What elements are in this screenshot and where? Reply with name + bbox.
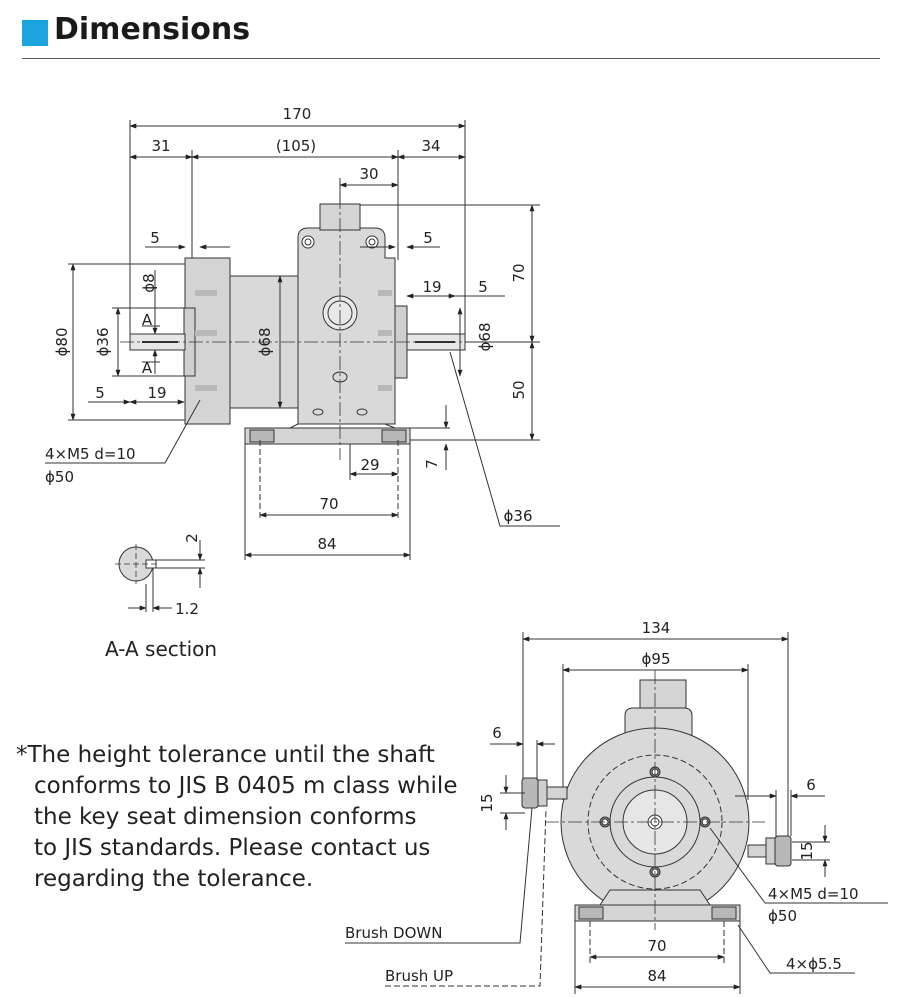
label-height-50: 50 <box>510 380 528 399</box>
note-line: *The height tolerance until the shaft <box>16 742 435 768</box>
label-105: (105) <box>276 137 316 155</box>
side-view-labels: 170 31 (105) 34 30 5 5 ϕ8 ϕ68 19 5 ϕ68 7… <box>45 105 532 553</box>
accent-square <box>22 20 48 46</box>
callout-bolt-pcd-front: ϕ50 <box>768 907 797 925</box>
note-line: conforms to JIS B 0405 m class while <box>34 773 458 799</box>
callout-bolt-front: 4×M5 d=10 <box>768 885 859 903</box>
section-header: Dimensions <box>22 8 880 60</box>
section-caption: A-A section <box>105 637 217 661</box>
label-70: 70 <box>319 495 338 513</box>
front-view-labels: 134 ϕ95 6 15 6 15 70 84 4×M5 d=10 ϕ50 4×… <box>345 619 859 985</box>
note-line: regarding the tolerance. <box>34 866 314 892</box>
label-84: 84 <box>317 535 336 553</box>
section-view <box>115 540 205 612</box>
base-foot-right <box>381 429 407 443</box>
label-29: 29 <box>360 456 379 474</box>
note-line: to JIS standards. Please contact us <box>34 835 431 861</box>
top-boss <box>639 679 687 711</box>
label-6-left: 6 <box>492 724 502 742</box>
label-brush-down: Brush DOWN <box>345 924 442 942</box>
label-5-left: 5 <box>95 384 105 402</box>
page-title: Dimensions <box>54 12 251 47</box>
leader-holes <box>737 924 855 974</box>
label-phi8: ϕ8 <box>140 273 158 292</box>
leader-brush-up <box>385 807 547 987</box>
base-plate <box>574 904 741 922</box>
label-19-left: 19 <box>147 384 166 402</box>
label-34: 34 <box>421 137 440 155</box>
label-section-a-top: A <box>142 311 153 329</box>
header-rule <box>22 58 880 59</box>
label-5-right-flange: 5 <box>423 229 433 247</box>
callout-bolt-pcd: ϕ50 <box>45 468 74 486</box>
side-view <box>45 120 560 560</box>
label-brush-up: Brush UP <box>385 967 453 985</box>
leader-bolt <box>709 827 888 904</box>
leader-bolt <box>45 399 201 464</box>
label-2: 2 <box>183 533 201 543</box>
label-170: 170 <box>283 105 312 123</box>
leader-phi36 <box>449 351 560 527</box>
label-height-70: 70 <box>510 263 528 282</box>
label-7: 7 <box>423 459 441 469</box>
label-5-right: 5 <box>478 278 488 296</box>
label-31: 31 <box>151 137 170 155</box>
label-phi36-right: ϕ36 <box>504 507 533 525</box>
label-134: 134 <box>642 619 671 637</box>
label-1-2: 1.2 <box>175 600 199 618</box>
screw-head <box>365 235 379 249</box>
base-foot-left <box>249 429 275 443</box>
label-phi68-right: ϕ68 <box>476 323 494 352</box>
label-70-front: 70 <box>647 937 666 955</box>
screw-head <box>301 235 315 249</box>
leader-brush-down <box>345 807 533 944</box>
label-84-front: 84 <box>647 967 666 985</box>
base-plate <box>244 427 411 445</box>
label-15-left: 15 <box>478 793 496 812</box>
label-phi80: ϕ80 <box>53 328 71 357</box>
label-phi36-left: ϕ36 <box>94 328 112 357</box>
label-19-right: 19 <box>422 278 441 296</box>
label-15-right: 15 <box>798 841 816 860</box>
label-phi68-body: ϕ68 <box>256 328 274 357</box>
note-line: the key seat dimension conforms <box>34 804 417 830</box>
callout-holes: 4×ϕ5.5 <box>786 955 842 973</box>
label-section-a-bottom: A <box>142 359 153 377</box>
label-phi95: ϕ95 <box>642 650 671 668</box>
front-view <box>345 632 888 994</box>
label-5-left-flange: 5 <box>150 229 160 247</box>
callout-bolt: 4×M5 d=10 <box>45 445 136 463</box>
label-30: 30 <box>359 165 378 183</box>
brush-knob-right <box>774 835 792 867</box>
label-6-right: 6 <box>806 776 816 794</box>
tolerance-note: *The height tolerance until the shaft co… <box>16 740 476 895</box>
